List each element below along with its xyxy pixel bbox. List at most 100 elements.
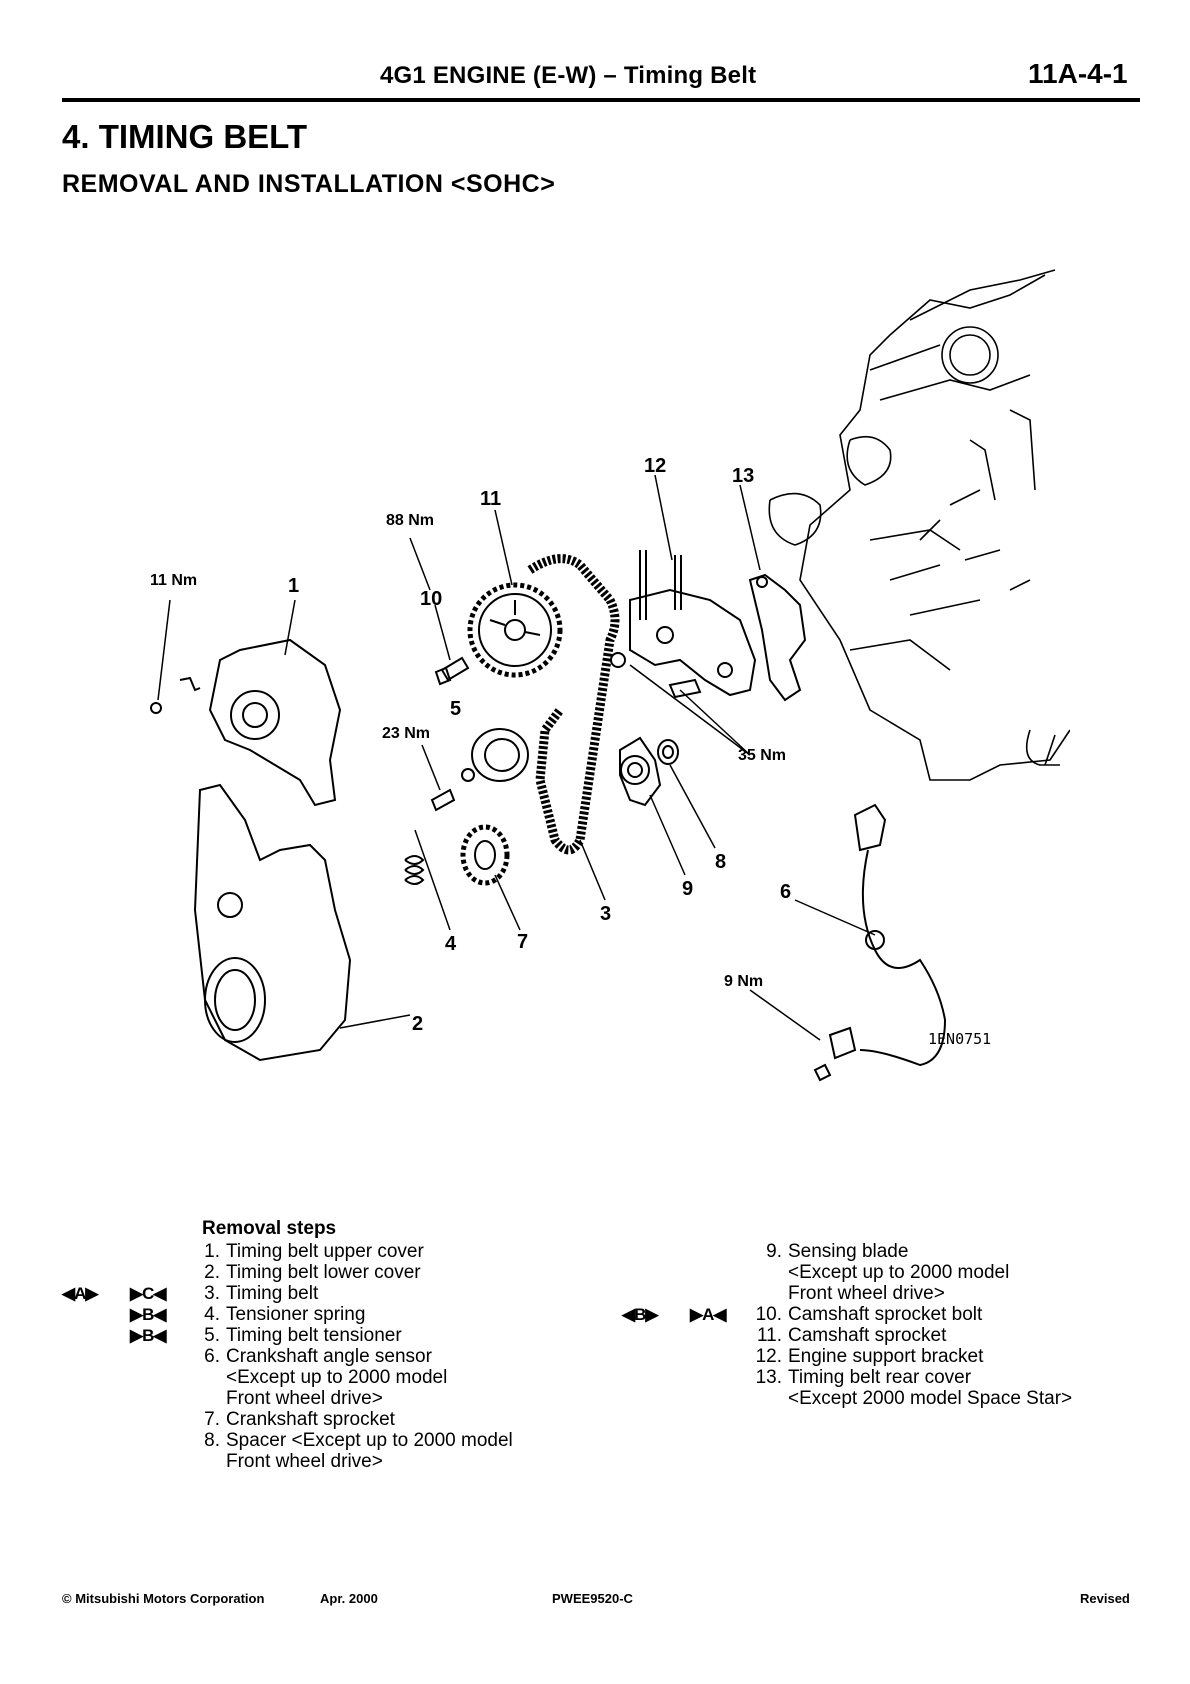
step-text: Front wheel drive> [226, 1451, 383, 1472]
header-title: 4G1 ENGINE (E-W) – Timing Belt [380, 62, 757, 89]
removal-step-line: 11. Camshaft sprocket [752, 1325, 1072, 1346]
step-number: 12. [755, 1346, 782, 1367]
mark-step3-install: ▶C◀ [130, 1284, 166, 1303]
spacer-illustration [657, 739, 679, 765]
torque-label-88nm: 88 Nm [386, 512, 434, 529]
removal-step-line: 8.Spacer <Except up to 2000 model [202, 1430, 513, 1451]
removal-step-line: 7. Crankshaft sprocket [202, 1409, 513, 1430]
removal-step-line: <Except 2000 model Space Star> [752, 1388, 1072, 1409]
callout-3: 3 [600, 903, 611, 925]
timing-belt-rear-cover-illustration [748, 573, 807, 702]
torque-label-11nm: 11 Nm [150, 572, 197, 589]
section-subtitle: REMOVAL AND INSTALLATION <SOHC> [62, 170, 556, 198]
step-text: Timing belt [226, 1283, 319, 1304]
sensing-blade-illustration [619, 736, 662, 807]
callout-8: 8 [715, 851, 726, 873]
removal-step-line: 9. Sensing blade [752, 1241, 1072, 1262]
step-text: <Except 2000 model Space Star> [788, 1388, 1073, 1409]
engine-block-illustration [768, 269, 1070, 781]
removal-step-line: Front wheel drive> [202, 1451, 513, 1472]
footer-copyright: © Mitsubishi Motors Corporation [62, 1591, 265, 1606]
step-text: Front wheel drive> [788, 1283, 945, 1304]
callout-11: 11 [480, 488, 501, 510]
step-number: 11. [756, 1325, 782, 1346]
removal-step-line: 6. Crankshaft angle sensor [202, 1346, 513, 1367]
removal-steps-heading: Removal steps [202, 1218, 337, 1239]
removal-step-line: <Except up to 2000 model [202, 1367, 513, 1388]
callout-1: 1 [288, 575, 299, 597]
step-text: <Except up to 2000 model [788, 1262, 1010, 1283]
callout-12: 12 [644, 455, 666, 477]
mark-step10-removal: ◀B▶ [622, 1305, 658, 1324]
removal-step-line: 12. Engine support bracket [752, 1346, 1072, 1367]
callout-5: 5 [450, 698, 461, 720]
step-text: Timing belt lower cover [226, 1262, 421, 1283]
figure-id: 1EN0751 [928, 1030, 991, 1048]
callout-9: 9 [682, 878, 693, 900]
callout-6: 6 [780, 881, 791, 903]
step-number: 4. [204, 1304, 220, 1325]
callout-10: 10 [420, 588, 442, 610]
page-number: 11A-4-1 [1028, 58, 1128, 89]
callout-2: 2 [412, 1013, 423, 1035]
timing-belt-tensioner-illustration [430, 728, 529, 812]
section-title: 4. TIMING BELT [62, 118, 308, 155]
mark-step5-install: ▶B◀ [130, 1326, 166, 1345]
step-text: Camshaft sprocket [788, 1325, 947, 1346]
leader-lines [157, 474, 876, 1041]
step-text: <Except up to 2000 model [226, 1367, 448, 1388]
step-text: Timing belt upper cover [226, 1241, 424, 1262]
step-number: 9. [766, 1241, 782, 1262]
step-number: 8. [204, 1430, 220, 1451]
bracket-bolts-illustration [610, 652, 702, 699]
removal-step-line: <Except up to 2000 model [752, 1262, 1072, 1283]
removal-step-line: Front wheel drive> [202, 1388, 513, 1409]
step-text: Sensing blade [788, 1241, 909, 1262]
removal-step-line: 5.Timing belt tensioner [202, 1325, 513, 1346]
removal-step-line: 3. Timing belt [202, 1283, 513, 1304]
step-text: Crankshaft angle sensor [226, 1346, 432, 1367]
callout-7: 7 [517, 931, 528, 953]
crankshaft-angle-sensor-illustration [813, 803, 947, 1082]
step-number: 3. [204, 1283, 220, 1304]
torque-label-23nm: 23 Nm [382, 725, 430, 742]
removal-step-line: 10. Camshaft sprocket bolt [752, 1304, 1072, 1325]
crankshaft-sprocket-illustration [460, 824, 510, 886]
footer-date: Apr. 2000 [320, 1591, 378, 1606]
mark-step4-install: ▶B◀ [130, 1305, 166, 1324]
step-text: Front wheel drive> [226, 1388, 383, 1409]
step-number: 2. [204, 1262, 220, 1283]
step-text: Timing belt rear cover [788, 1367, 972, 1388]
step-number: 1. [204, 1241, 220, 1262]
header-rule [62, 98, 1140, 102]
engine-support-bracket-illustration [629, 550, 757, 697]
step-number: 7. [204, 1409, 220, 1430]
callout-13: 13 [732, 465, 754, 487]
step-number: 10. [755, 1304, 782, 1325]
torque-label-35nm: 35 Nm [738, 747, 786, 764]
mark-step3-removal: ◀A▶ [62, 1284, 98, 1303]
timing-belt-upper-cover-illustration [150, 638, 342, 807]
timing-belt-exploded-diagram: 11 Nm 88 Nm 23 Nm 35 Nm 9 Nm 1 2 3 4 5 6… [150, 269, 1070, 1082]
step-text: Tensioner spring [226, 1304, 366, 1325]
removal-step-line: 2. Timing belt lower cover [202, 1262, 513, 1283]
step-text: Timing belt tensioner [226, 1325, 402, 1346]
step-number: 6. [204, 1346, 220, 1367]
tensioner-spring-illustration [404, 855, 425, 885]
removal-step-line: 1. Timing belt upper cover [202, 1241, 513, 1262]
camshaft-sprocket-bolt-illustration [434, 656, 470, 686]
removal-step-line: 4. Tensioner spring [202, 1304, 513, 1325]
step-text: Camshaft sprocket bolt [788, 1304, 983, 1325]
step-number: 13. [755, 1367, 782, 1388]
footer-code: PWEE9520-C [552, 1591, 633, 1606]
timing-belt-lower-cover-illustration [193, 783, 352, 1062]
footer-status: Revised [1080, 1591, 1130, 1606]
torque-label-9nm: 9 Nm [724, 973, 763, 990]
timing-belt-illustration [527, 554, 620, 855]
removal-step-line: Front wheel drive> [752, 1283, 1072, 1304]
step-text: Engine support bracket [788, 1346, 984, 1367]
camshaft-sprocket-illustration [467, 582, 563, 678]
step-text: Crankshaft sprocket [226, 1409, 395, 1430]
removal-steps-left-list: 1. Timing belt upper cover 2. Timing belt l… [202, 1241, 513, 1472]
